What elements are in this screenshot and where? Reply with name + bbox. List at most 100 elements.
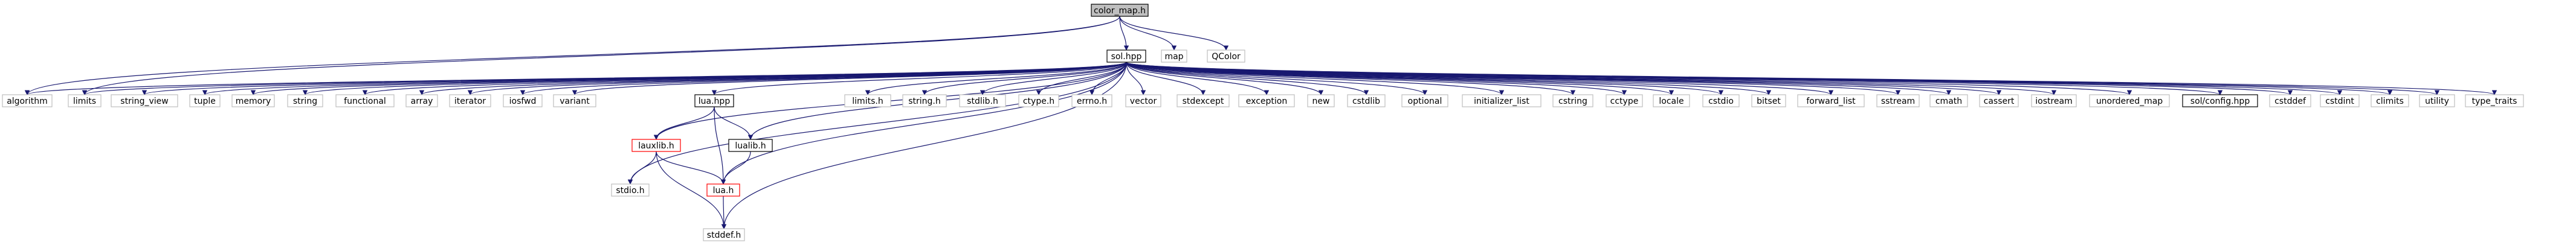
node-lualib_h[interactable]: lualib.h <box>728 139 773 152</box>
node-label-sol_config: sol/config.hpp <box>2190 97 2250 106</box>
node-stddef_h: stddef.h <box>703 228 745 241</box>
node-box-type_traits <box>2465 94 2524 107</box>
node-box-string_h <box>902 94 947 107</box>
node-box-cmath <box>1929 94 1968 107</box>
edge-lualib_h-to-lua_h <box>720 151 751 185</box>
node-errno_h: errno.h <box>1071 94 1112 107</box>
edges-layer <box>25 16 2497 229</box>
node-lua_h[interactable]: lua.h <box>706 183 740 197</box>
node-ctype_h: ctype.h <box>1018 94 1059 107</box>
edge-color_map-to-QColor <box>1119 16 1229 51</box>
node-box-limits_h <box>844 94 891 107</box>
node-label-functional: functional <box>344 97 386 106</box>
node-exception: exception <box>1238 94 1295 107</box>
node-lauxlib_h[interactable]: lauxlib.h <box>631 139 681 152</box>
node-box-cctype <box>1606 94 1643 107</box>
node-cstddef: cstddef <box>2269 94 2311 107</box>
node-label-cstdlib: cstdlib <box>1352 97 1380 106</box>
edge-sol_hpp-to-stdexcept <box>1126 62 1206 95</box>
node-box-cassert <box>1979 94 2019 107</box>
node-box-bitset <box>1751 94 1786 107</box>
node-box-sol_config <box>2182 94 2258 107</box>
node-box-array <box>405 94 438 107</box>
node-type_traits: type_traits <box>2465 94 2524 107</box>
node-box-stdexcept <box>1177 94 1230 107</box>
node-box-initializer_list <box>1462 94 1541 107</box>
edge-sol_hpp-to-vector <box>1126 62 1146 95</box>
node-label-string_h: string.h <box>908 97 941 106</box>
node-vector: vector <box>1125 94 1161 107</box>
edge-sol_hpp-to-limits_h <box>865 62 1127 95</box>
node-label-iosfwd: iosfwd <box>509 97 537 106</box>
node-box-cstring <box>1552 94 1593 107</box>
edge-sol_hpp-to-optional <box>1126 62 1428 95</box>
node-label-forward_list: forward_list <box>1806 97 1856 106</box>
node-variant: variant <box>553 94 596 107</box>
edge-lauxlib_h-to-stdio_h <box>627 151 657 185</box>
node-box-lua_h <box>706 183 740 197</box>
node-iostream: iostream <box>2031 94 2077 107</box>
node-box-climits <box>2371 94 2409 107</box>
node-box-limits <box>68 94 102 107</box>
node-utility: utility <box>2419 94 2455 107</box>
node-functional: functional <box>335 94 395 107</box>
node-cstdint: cstdint <box>2320 94 2360 107</box>
node-label-array: array <box>411 97 433 106</box>
node-cstring: cstring <box>1552 94 1593 107</box>
edge-sol_hpp-to-stdlib_h <box>980 62 1127 95</box>
node-label-lualib_h: lualib.h <box>735 141 766 151</box>
node-cstdio: cstdio <box>1702 94 1740 107</box>
nodes-layer: color_map.h algorithm limits string_view tup… <box>2 4 2524 241</box>
node-label-errno_h: errno.h <box>1077 97 1107 106</box>
node-iosfwd: iosfwd <box>503 94 543 107</box>
edge-sol_hpp-to-string <box>303 62 1127 95</box>
node-label-type_traits: type_traits <box>2472 97 2517 106</box>
node-box-iostream <box>2031 94 2077 107</box>
node-label-tuple: tuple <box>194 97 216 106</box>
node-label-map: map <box>1164 52 1183 62</box>
edge-sol_hpp-to-variant <box>572 62 1127 95</box>
edge-sol_hpp-to-string_view <box>142 62 1127 95</box>
node-label-stdio_h: stdio.h <box>616 186 644 196</box>
node-sstream: sstream <box>1876 94 1920 107</box>
node-sol_hpp[interactable]: sol.hpp <box>1106 49 1146 63</box>
node-label-memory: memory <box>236 97 271 106</box>
node-lua_hpp[interactable]: lua.hpp <box>694 94 734 107</box>
node-label-sol_hpp: sol.hpp <box>1111 52 1142 62</box>
node-box-locale <box>1653 94 1690 107</box>
node-label-bitset: bitset <box>1757 97 1781 106</box>
node-label-new: new <box>1312 97 1330 106</box>
node-stdio_h: stdio.h <box>611 183 650 197</box>
edge-sol_hpp-to-cstdlib <box>1126 62 1369 95</box>
node-label-string_view: string_view <box>120 97 168 106</box>
edge-lua_hpp-to-lauxlib_h <box>653 106 715 140</box>
edge-color_map-to-map <box>1119 16 1177 51</box>
node-limits_h: limits.h <box>844 94 891 107</box>
node-box-utility <box>2419 94 2455 107</box>
node-box-cstdint <box>2320 94 2360 107</box>
node-box-optional <box>1401 94 1448 107</box>
edge-sol_hpp-to-sol_config <box>1126 62 2223 95</box>
edge-color_map-to-sol_hpp <box>1119 16 1129 51</box>
node-forward_list: forward_list <box>1797 94 1865 107</box>
node-iterator: iterator <box>449 94 491 107</box>
node-array: array <box>405 94 438 107</box>
node-color_map[interactable]: color_map.h <box>1091 4 1149 17</box>
edge-sol_hpp-to-lua_hpp <box>711 62 1127 95</box>
node-box-errno_h <box>1071 94 1112 107</box>
node-limits: limits <box>68 94 102 107</box>
node-label-climits: climits <box>2376 97 2404 106</box>
edge-lauxlib_h-to-lua_h <box>656 151 726 185</box>
node-label-sstream: sstream <box>1881 97 1915 106</box>
node-map: map <box>1161 49 1187 63</box>
edge-color_map-to-algorithm <box>25 16 1120 95</box>
node-box-tuple <box>189 94 221 107</box>
node-box-functional <box>335 94 395 107</box>
node-sol_config[interactable]: sol/config.hpp <box>2182 94 2258 107</box>
node-box-stdlib_h <box>959 94 1006 107</box>
node-box-algorithm <box>2 94 53 107</box>
node-label-algorithm: algorithm <box>7 97 48 106</box>
node-label-stdlib_h: stdlib.h <box>967 97 998 106</box>
node-label-locale: locale <box>1659 97 1683 106</box>
node-label-vector: vector <box>1130 97 1157 106</box>
